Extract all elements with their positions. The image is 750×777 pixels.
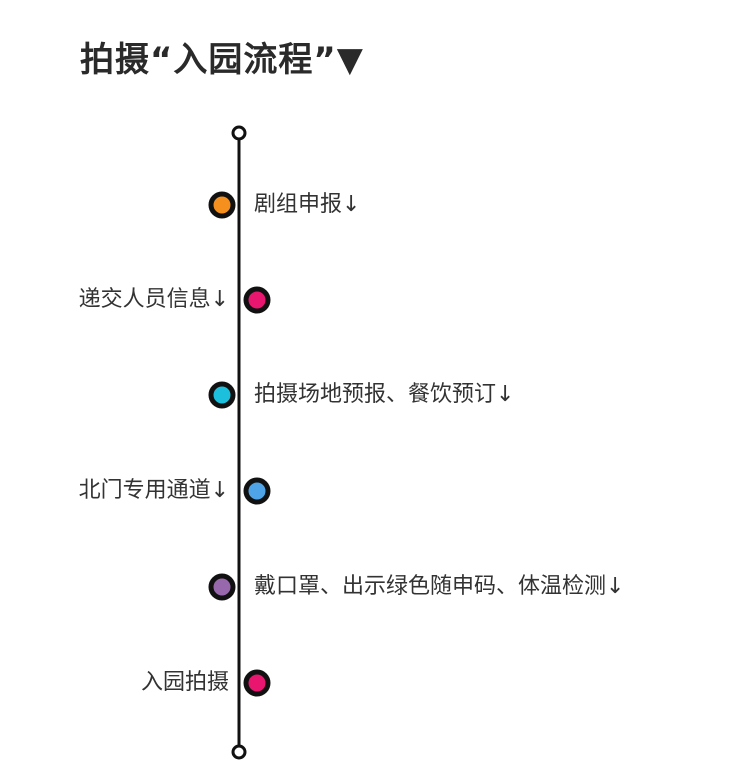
step-label-6: 入园拍摄 xyxy=(140,670,229,695)
step-label-1: 剧组申报↓ xyxy=(254,192,361,217)
step-node-5 xyxy=(208,573,236,601)
step-node-4 xyxy=(243,477,271,505)
step-node-3 xyxy=(208,381,236,409)
step-node-2 xyxy=(243,286,271,314)
step-node-6 xyxy=(243,669,271,697)
step-label-2: 递交人员信息↓ xyxy=(78,287,229,312)
timeline-start-cap xyxy=(231,125,247,141)
timeline-end-cap xyxy=(231,744,247,760)
page-title: 拍摄“入园流程”▼ xyxy=(80,40,364,80)
step-label-4: 北门专用通道↓ xyxy=(78,478,229,503)
step-label-3: 拍摄场地预报、餐饮预订↓ xyxy=(254,382,515,407)
step-node-1 xyxy=(208,191,236,219)
step-label-5: 戴口罩、出示绿色随申码、体温检测↓ xyxy=(254,574,625,599)
